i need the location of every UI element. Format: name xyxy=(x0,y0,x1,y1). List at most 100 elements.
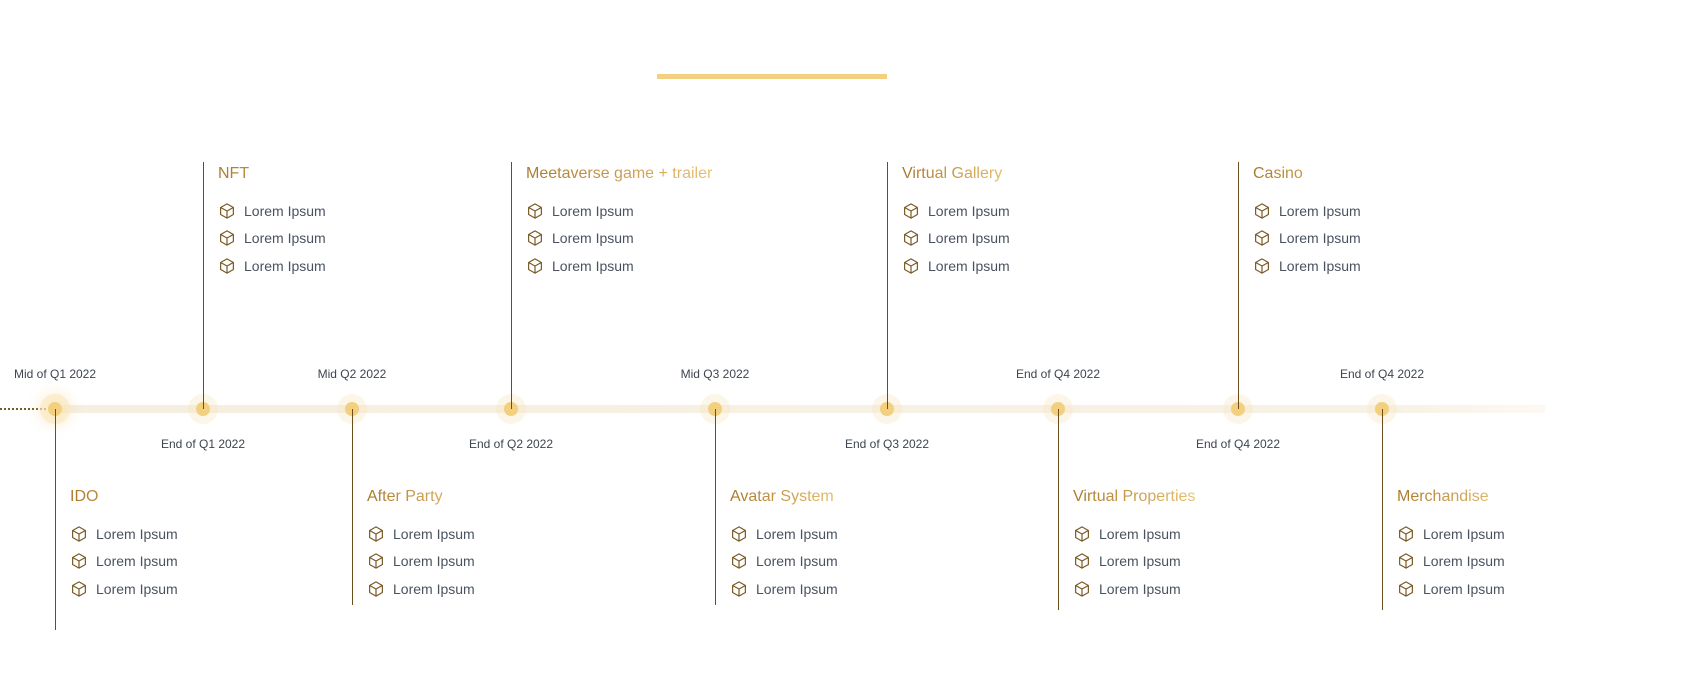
milestone-title: Avatar System xyxy=(730,488,838,506)
cube-icon xyxy=(367,525,393,543)
milestone-item: Lorem Ipsum xyxy=(1073,575,1195,603)
cube-icon xyxy=(1253,202,1279,220)
milestone-connector xyxy=(1058,409,1059,610)
cube-icon xyxy=(902,202,928,220)
milestone-date: Mid Q2 2022 xyxy=(317,367,387,381)
timeline-node xyxy=(880,402,894,416)
milestone-item-label: Lorem Ipsum xyxy=(96,580,178,597)
milestone-date: End of Q2 2022 xyxy=(468,437,554,451)
cube-icon xyxy=(902,257,928,275)
milestone-item-label: Lorem Ipsum xyxy=(393,525,475,542)
cube-icon xyxy=(1073,580,1099,598)
milestone-item-label: Lorem Ipsum xyxy=(244,230,326,247)
milestone-title: Meetaverse game + trailer xyxy=(526,165,713,182)
milestone-item-label: Lorem Ipsum xyxy=(1423,525,1505,542)
cube-icon xyxy=(367,580,393,598)
cube-icon xyxy=(367,552,393,570)
cube-icon xyxy=(730,525,756,543)
milestone-title: IDO xyxy=(70,488,178,506)
milestone-item-label: Lorem Ipsum xyxy=(552,202,634,219)
cube-icon xyxy=(70,552,96,570)
milestone-item-label: Lorem Ipsum xyxy=(928,230,1010,247)
milestone-item-label: Lorem Ipsum xyxy=(1099,580,1181,597)
cube-icon xyxy=(1397,525,1423,543)
milestone-title: After Party xyxy=(367,488,475,506)
timeline-track xyxy=(55,405,1545,413)
milestone-date: End of Q1 2022 xyxy=(160,437,246,451)
milestone-item: Lorem Ipsum xyxy=(1073,520,1195,548)
milestone-item-label: Lorem Ipsum xyxy=(928,257,1010,274)
milestone-title: Casino xyxy=(1253,165,1361,183)
milestone-item: Lorem Ipsum xyxy=(902,225,1010,253)
cube-icon xyxy=(1253,229,1279,247)
cube-icon xyxy=(218,257,244,275)
milestone-title: Merchandise xyxy=(1397,488,1505,506)
cube-icon xyxy=(526,257,552,275)
milestone-item-label: Lorem Ipsum xyxy=(393,553,475,570)
milestone-item: Lorem Ipsum xyxy=(902,197,1010,225)
timeline-node xyxy=(504,402,518,416)
timeline-dotted-lead xyxy=(0,408,46,410)
milestone-connector xyxy=(1238,162,1239,409)
cube-icon xyxy=(70,525,96,543)
milestone-item-label: Lorem Ipsum xyxy=(1279,257,1361,274)
milestone-item: Lorem Ipsum xyxy=(218,225,326,253)
milestone-date: Mid Q3 2022 xyxy=(680,367,750,381)
milestone-title: Virtual Properties xyxy=(1073,488,1196,505)
milestone-date: End of Q4 2022 xyxy=(1195,437,1281,451)
milestone-item: Lorem Ipsum xyxy=(526,225,712,253)
milestone-item-label: Lorem Ipsum xyxy=(96,525,178,542)
milestone-item: Lorem Ipsum xyxy=(367,548,475,576)
milestone-item-label: Lorem Ipsum xyxy=(1423,580,1505,597)
milestone-item: Lorem Ipsum xyxy=(367,575,475,603)
milestone-connector xyxy=(1382,409,1383,610)
milestone-item: Lorem Ipsum xyxy=(218,197,326,225)
milestone-item: Lorem Ipsum xyxy=(730,520,838,548)
milestone-item: Lorem Ipsum xyxy=(730,575,838,603)
milestone-item-label: Lorem Ipsum xyxy=(244,257,326,274)
milestone-connector xyxy=(203,162,204,409)
milestone-item: Lorem Ipsum xyxy=(1073,548,1195,576)
milestone-connector xyxy=(715,409,716,605)
milestone-item: Lorem Ipsum xyxy=(730,548,838,576)
milestone-item: Lorem Ipsum xyxy=(70,548,178,576)
cube-icon xyxy=(526,202,552,220)
milestone-item-label: Lorem Ipsum xyxy=(1279,202,1361,219)
milestone-item-label: Lorem Ipsum xyxy=(244,202,326,219)
cube-icon xyxy=(1073,552,1099,570)
milestone-item: Lorem Ipsum xyxy=(367,520,475,548)
milestone-item: Lorem Ipsum xyxy=(526,252,712,280)
cube-icon xyxy=(70,580,96,598)
milestone-item-label: Lorem Ipsum xyxy=(756,525,838,542)
milestone-item-label: Lorem Ipsum xyxy=(1099,553,1181,570)
cube-icon xyxy=(218,229,244,247)
milestone-item: Lorem Ipsum xyxy=(218,252,326,280)
milestone-item-label: Lorem Ipsum xyxy=(552,230,634,247)
milestone-item: Lorem Ipsum xyxy=(70,575,178,603)
cube-icon xyxy=(1397,580,1423,598)
milestone-date: End of Q4 2022 xyxy=(1339,367,1425,381)
cube-icon xyxy=(218,202,244,220)
milestone-item-label: Lorem Ipsum xyxy=(552,257,634,274)
milestone-item-label: Lorem Ipsum xyxy=(756,580,838,597)
milestone-item-label: Lorem Ipsum xyxy=(1423,553,1505,570)
cube-icon xyxy=(902,229,928,247)
milestone-connector xyxy=(55,409,56,630)
cube-icon xyxy=(730,552,756,570)
cube-icon xyxy=(1073,525,1099,543)
milestone-item: Lorem Ipsum xyxy=(1253,252,1361,280)
milestone-item-label: Lorem Ipsum xyxy=(1279,230,1361,247)
cube-icon xyxy=(526,229,552,247)
milestone-item: Lorem Ipsum xyxy=(1397,575,1505,603)
milestone-item: Lorem Ipsum xyxy=(1397,520,1505,548)
milestone-connector xyxy=(887,162,888,409)
milestone-item-label: Lorem Ipsum xyxy=(393,580,475,597)
